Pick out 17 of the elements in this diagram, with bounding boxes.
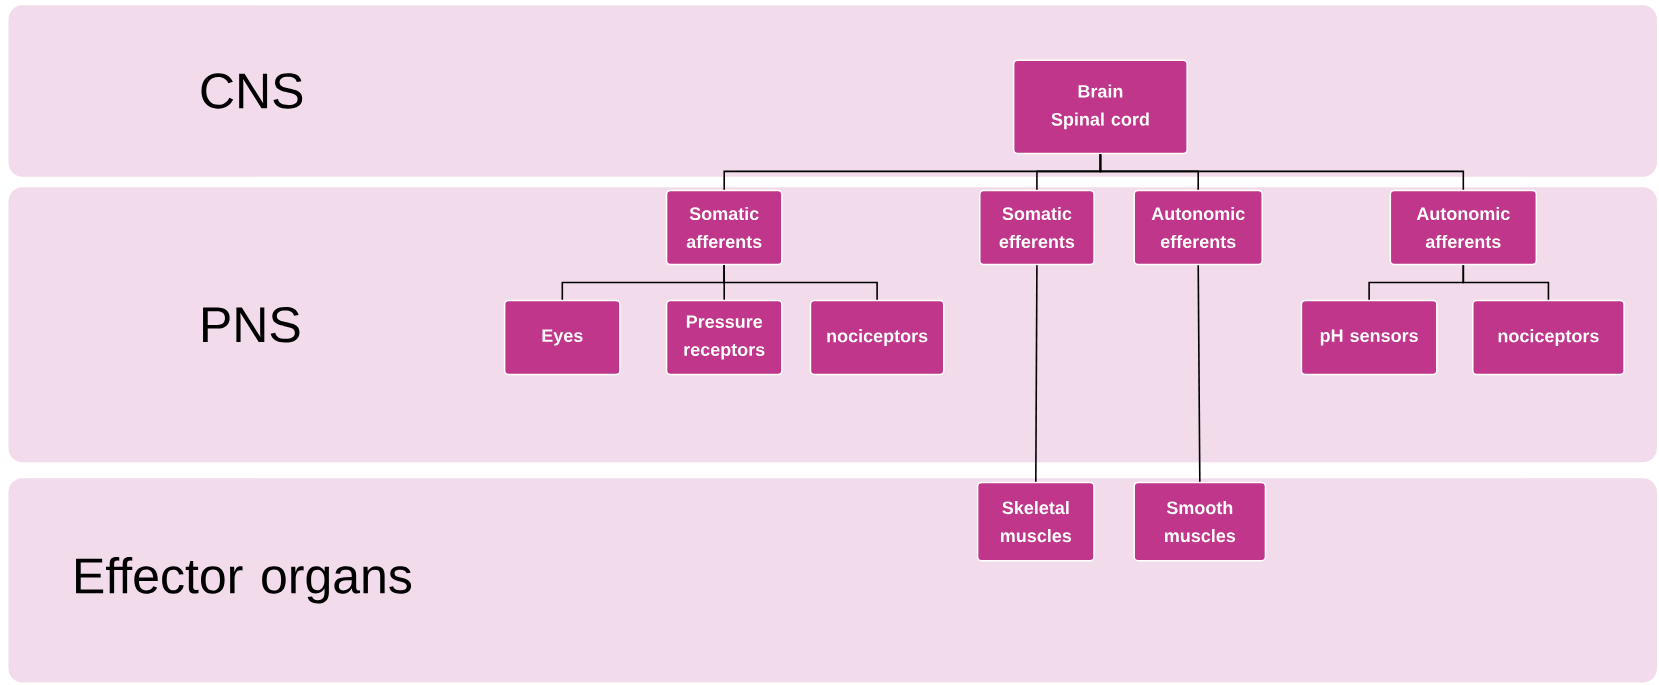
category-box: Smooth muscles [1133, 481, 1267, 562]
category-box: nociceptors [1472, 299, 1625, 376]
category-box: Somatic efferents [979, 189, 1095, 266]
connector-line [1197, 264, 1201, 483]
category-box: Pressure receptors [665, 299, 783, 376]
category-box: Skeletal muscles [976, 481, 1095, 562]
category-box: Autonomic efferents [1133, 189, 1263, 266]
category-box: Eyes [503, 299, 621, 376]
category-box: nociceptors [809, 299, 945, 376]
connector-line [1099, 153, 1465, 191]
connector-line [1462, 264, 1550, 301]
category-box: pH sensors [1300, 299, 1438, 376]
connector-line [723, 264, 878, 301]
category-box: Brain Spinal cord [1012, 59, 1188, 155]
category-box: Somatic afferents [665, 189, 783, 266]
connector-line [1035, 264, 1038, 483]
category-box: Autonomic afferents [1389, 189, 1538, 266]
